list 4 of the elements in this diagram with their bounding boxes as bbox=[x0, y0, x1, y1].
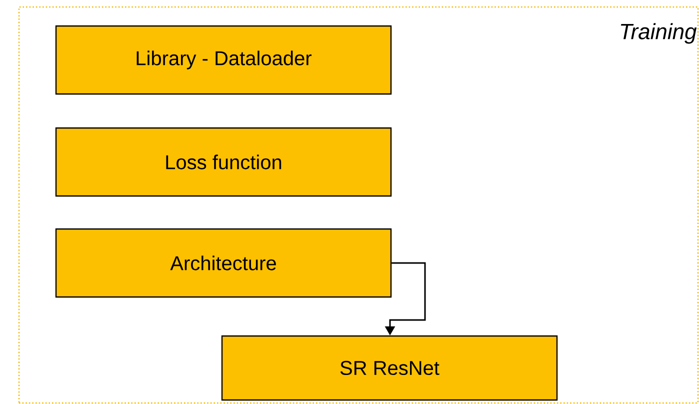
process-box: SR ResNet bbox=[221, 335, 558, 401]
process-box: Library - Dataloader bbox=[55, 25, 392, 95]
process-box: Architecture bbox=[55, 228, 392, 298]
process-box: Loss function bbox=[55, 127, 392, 197]
